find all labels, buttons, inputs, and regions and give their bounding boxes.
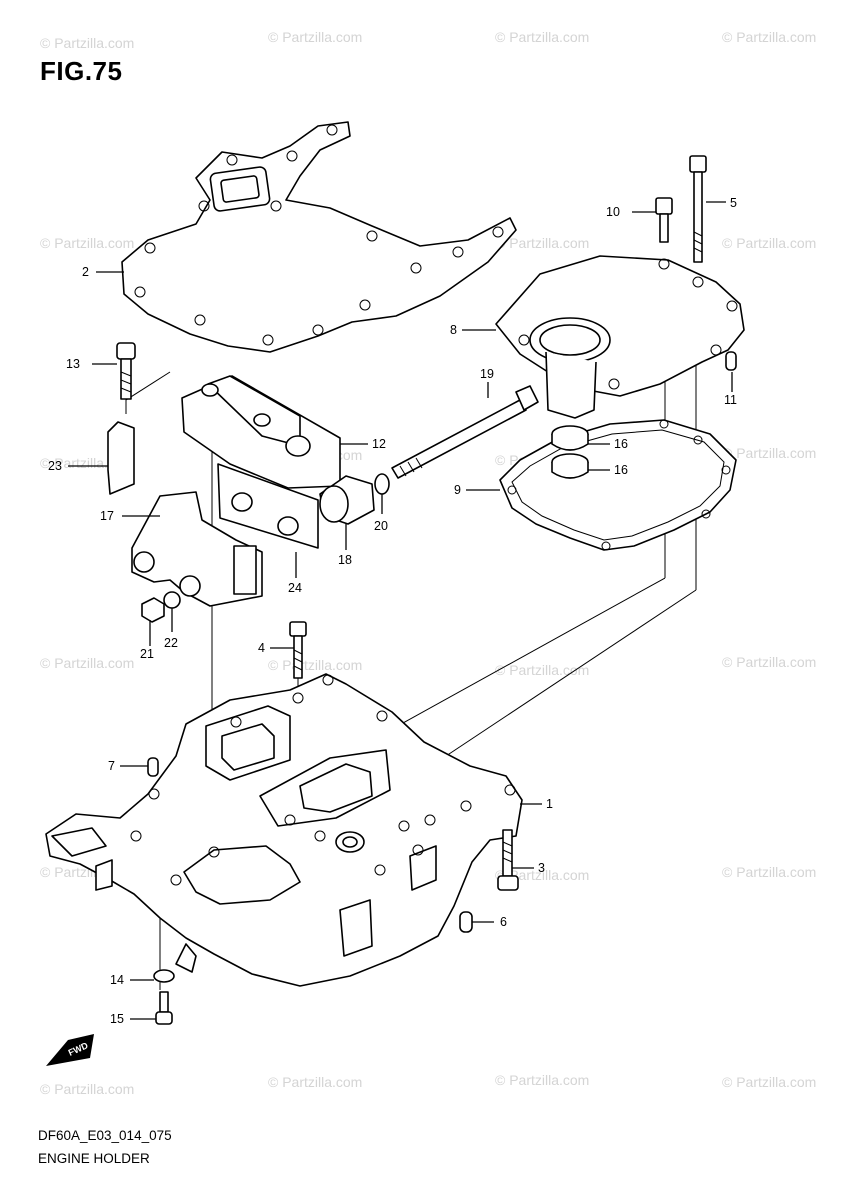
mount-bracket	[131, 491, 263, 607]
watermark: © Partzilla.com	[40, 235, 134, 251]
callout-8: 8	[450, 323, 457, 337]
callout-4: 4	[258, 641, 265, 655]
watermark: © Partzilla.com	[722, 864, 816, 880]
callout-9: 9	[454, 483, 461, 497]
engine-holder	[45, 673, 523, 987]
callout-1: 1	[546, 797, 553, 811]
callout-17: 17	[100, 509, 114, 523]
watermark: © Partzilla.com	[722, 654, 816, 670]
callout-3: 3	[538, 861, 545, 875]
figure-title: FIG.75	[40, 56, 123, 86]
bolts-lower-left	[153, 943, 197, 1025]
callout-labels: 1 2 3 4 5 6 7 8 9 10 11 12 13 14 15 16 1…	[48, 196, 737, 1026]
oil-seals	[551, 425, 589, 479]
callout-20: 20	[374, 519, 388, 533]
callout-19: 19	[480, 367, 494, 381]
cover-plate	[495, 255, 745, 419]
callout-7: 7	[108, 759, 115, 773]
callout-13: 13	[66, 357, 80, 371]
diagram-name: ENGINE HOLDER	[38, 1151, 150, 1166]
watermark: © Partzilla.com	[40, 35, 134, 51]
watermark: © Partzilla.com	[722, 235, 816, 251]
callout-11: 11	[724, 393, 737, 407]
watermark: © Partzilla.com	[495, 1072, 589, 1088]
diagram-code: DF60A_E03_014_075	[38, 1128, 172, 1143]
callout-14: 14	[110, 973, 124, 987]
bracket-plate	[107, 421, 135, 495]
callout-15: 15	[110, 1012, 124, 1026]
watermark: © Partzilla.com	[495, 29, 589, 45]
watermark: © Partzilla.com	[722, 445, 816, 461]
watermark: © Partzilla.com	[722, 29, 816, 45]
bolts-lower-right	[147, 757, 519, 933]
nut-washer	[141, 591, 181, 623]
long-bolt	[391, 385, 539, 479]
watermark: © Partzilla.com	[268, 1074, 362, 1090]
watermark: © Partzilla.com	[40, 655, 134, 671]
callout-21: 21	[140, 647, 154, 661]
mount-assembly	[181, 375, 341, 489]
watermark: © Partzilla.com	[268, 29, 362, 45]
bolt-center	[289, 621, 307, 679]
watermark: © Partzilla.com	[40, 1081, 134, 1097]
callout-22: 22	[164, 636, 178, 650]
watermark: © Partzilla.com	[722, 1074, 816, 1090]
bolt-left	[116, 342, 136, 400]
callout-18: 18	[338, 553, 352, 567]
callout-24: 24	[288, 581, 302, 595]
callout-16: 16	[614, 437, 628, 451]
callout-12: 12	[372, 437, 386, 451]
callout-5: 5	[730, 196, 737, 210]
callout-16-second: 16	[614, 463, 628, 477]
plate	[217, 463, 319, 549]
watermark: © Partzilla.com	[268, 657, 362, 673]
callout-2: 2	[82, 265, 89, 279]
watermark: © Partzilla.com	[495, 235, 589, 251]
callout-6: 6	[500, 915, 507, 929]
watermark: © Partzilla.com	[495, 662, 589, 678]
callout-10: 10	[606, 205, 620, 219]
leader-lines	[68, 201, 733, 1020]
bushing-washer	[319, 473, 390, 525]
gasket-top	[121, 121, 517, 353]
bolts-upper-right	[655, 155, 737, 371]
callout-23: 23	[48, 459, 62, 473]
front-direction-marker: FWD	[46, 1034, 94, 1066]
